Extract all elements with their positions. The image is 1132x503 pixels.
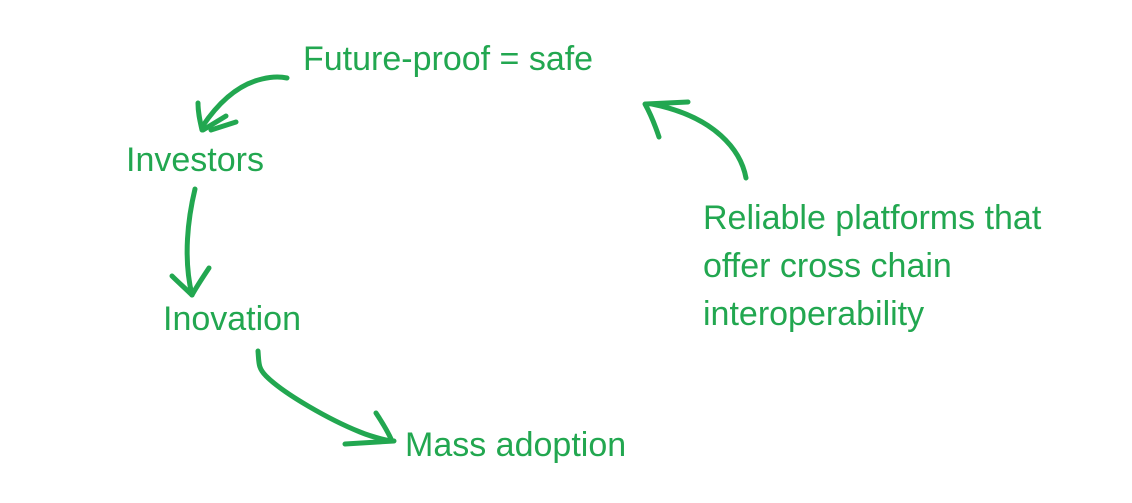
node-reliable-platforms: Reliable platforms that offer cross chai… <box>703 194 1041 338</box>
node-mass-adoption: Mass adoption <box>405 426 627 464</box>
node-investors: Investors <box>126 141 264 179</box>
arrow-inovation-to-mass-adoption <box>255 348 397 447</box>
node-reliable-platforms-line2: offer cross chain <box>703 247 952 285</box>
node-inovation: Inovation <box>163 300 301 338</box>
arrow-investors-to-inovation <box>169 186 212 298</box>
arrow-reliable-to-future-proof <box>642 99 749 181</box>
arrow-future-proof-to-investors <box>195 74 290 133</box>
node-future-proof-safe: Future-proof = safe <box>303 40 594 78</box>
node-reliable-platforms-line1: Reliable platforms that <box>703 199 1042 237</box>
node-reliable-platforms-line3: interoperability <box>703 295 925 333</box>
